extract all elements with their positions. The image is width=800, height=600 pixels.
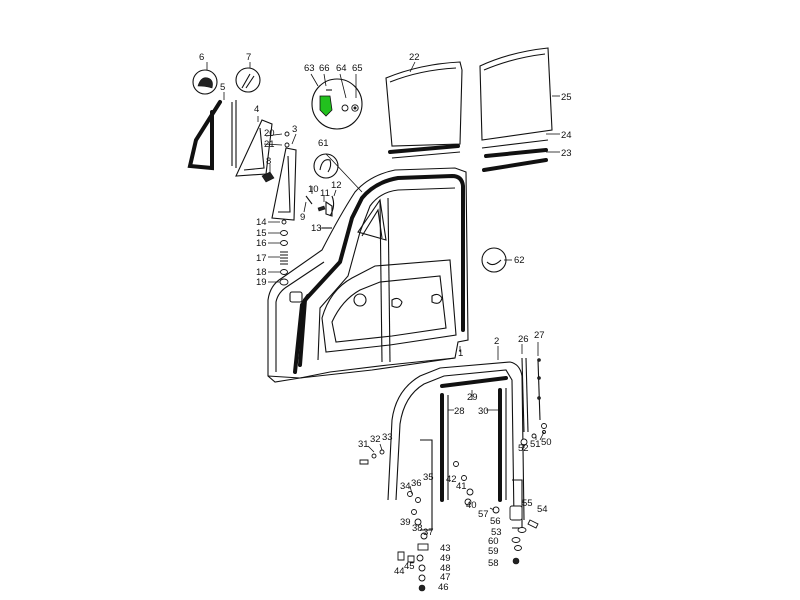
callout-label: 32 [370,434,381,445]
callout-label: 31 [358,439,369,450]
callout-label: 55 [522,498,533,509]
callout-label: 17 [256,253,267,264]
callout-label: 61 [318,138,329,149]
callout-label: 33 [382,432,393,443]
window-glass-rear [479,47,553,141]
callout-label: 65 [352,63,363,74]
callout-label: 64 [336,63,347,74]
profile-detail-7 [235,67,261,93]
callout-labels: 1 2 3 4 5 6 7 8 9 10 11 12 13 14 15 16 1… [199,52,572,593]
callout-label: 11 [320,188,330,199]
callout-label: 43 [440,543,451,554]
callout-label: 21 [264,139,275,150]
callout-label: 7 [246,52,251,63]
callout-label: 18 [256,267,267,278]
callout-label: 50 [541,437,552,448]
callout-label: 19 [256,277,267,288]
callout-label: 14 [256,217,267,228]
callout-label: 29 [467,392,478,403]
window-glass-front [385,61,463,147]
callout-label: 40 [466,500,477,511]
callout-label: 2 [494,336,499,347]
callout-label: 23 [561,148,572,159]
callout-label: 36 [411,478,422,489]
callout-label: 5 [220,82,225,93]
callout-label: 20 [264,128,275,139]
callout-label: 63 [304,63,315,74]
callout-label: 9 [300,212,305,223]
callout-label: 49 [440,553,451,564]
callout-label: 24 [561,130,572,141]
callout-label: 27 [534,330,545,341]
profile-detail-62 [481,247,507,273]
callout-label: 60 [488,536,499,547]
callout-label: 15 [256,228,267,239]
callout-label: 25 [561,92,572,103]
callout-label: 1 [458,348,463,359]
callout-label: 51 [530,439,541,450]
callout-label: 59 [488,546,499,557]
callout-label: 48 [440,563,451,574]
callout-label: 45 [404,561,415,572]
highlight-detail-63-66 [311,78,363,130]
callout-label: 10 [308,184,319,195]
callout-label: 46 [438,582,449,593]
callout-label: 41 [456,481,467,492]
profile-detail-61 [313,153,339,179]
callout-label: 34 [400,481,411,492]
callout-label: 38 [412,523,423,534]
callout-label: 28 [454,406,465,417]
profile-detail-6 [192,69,218,95]
callout-label: 3 [292,124,297,135]
callout-label: 58 [488,558,499,569]
window-strips [388,139,549,172]
callout-label: 62 [514,255,525,266]
callout-label: 53 [491,527,502,538]
callout-label: 54 [537,504,548,515]
lower-frame [387,357,541,531]
lower-hardware [359,423,547,592]
callout-label: 4 [254,104,259,115]
callout-label: 37 [423,527,434,538]
callout-label: 30 [478,406,489,417]
vent-window-parts [187,100,297,221]
highlighted-clip-icon [319,95,333,117]
callout-label: 42 [446,474,457,485]
callout-label: 35 [423,472,434,483]
callout-label: 22 [409,52,420,63]
door-shell [267,167,469,383]
callout-label: 52 [518,443,529,454]
vent-hardware [279,131,335,286]
callout-label: 57 [478,509,489,520]
leader-lines [206,61,560,511]
callout-label: 56 [490,516,501,527]
callout-label: 12 [331,180,342,191]
callout-label: 13 [311,223,322,234]
callout-label: 8 [266,156,271,167]
callout-label: 44 [394,566,405,577]
callout-label: 16 [256,238,267,249]
callout-label: 47 [440,572,451,583]
callout-label: 26 [518,334,529,345]
callout-label: 66 [319,63,330,74]
callout-label: 6 [199,52,204,63]
callout-label: 39 [400,517,411,528]
